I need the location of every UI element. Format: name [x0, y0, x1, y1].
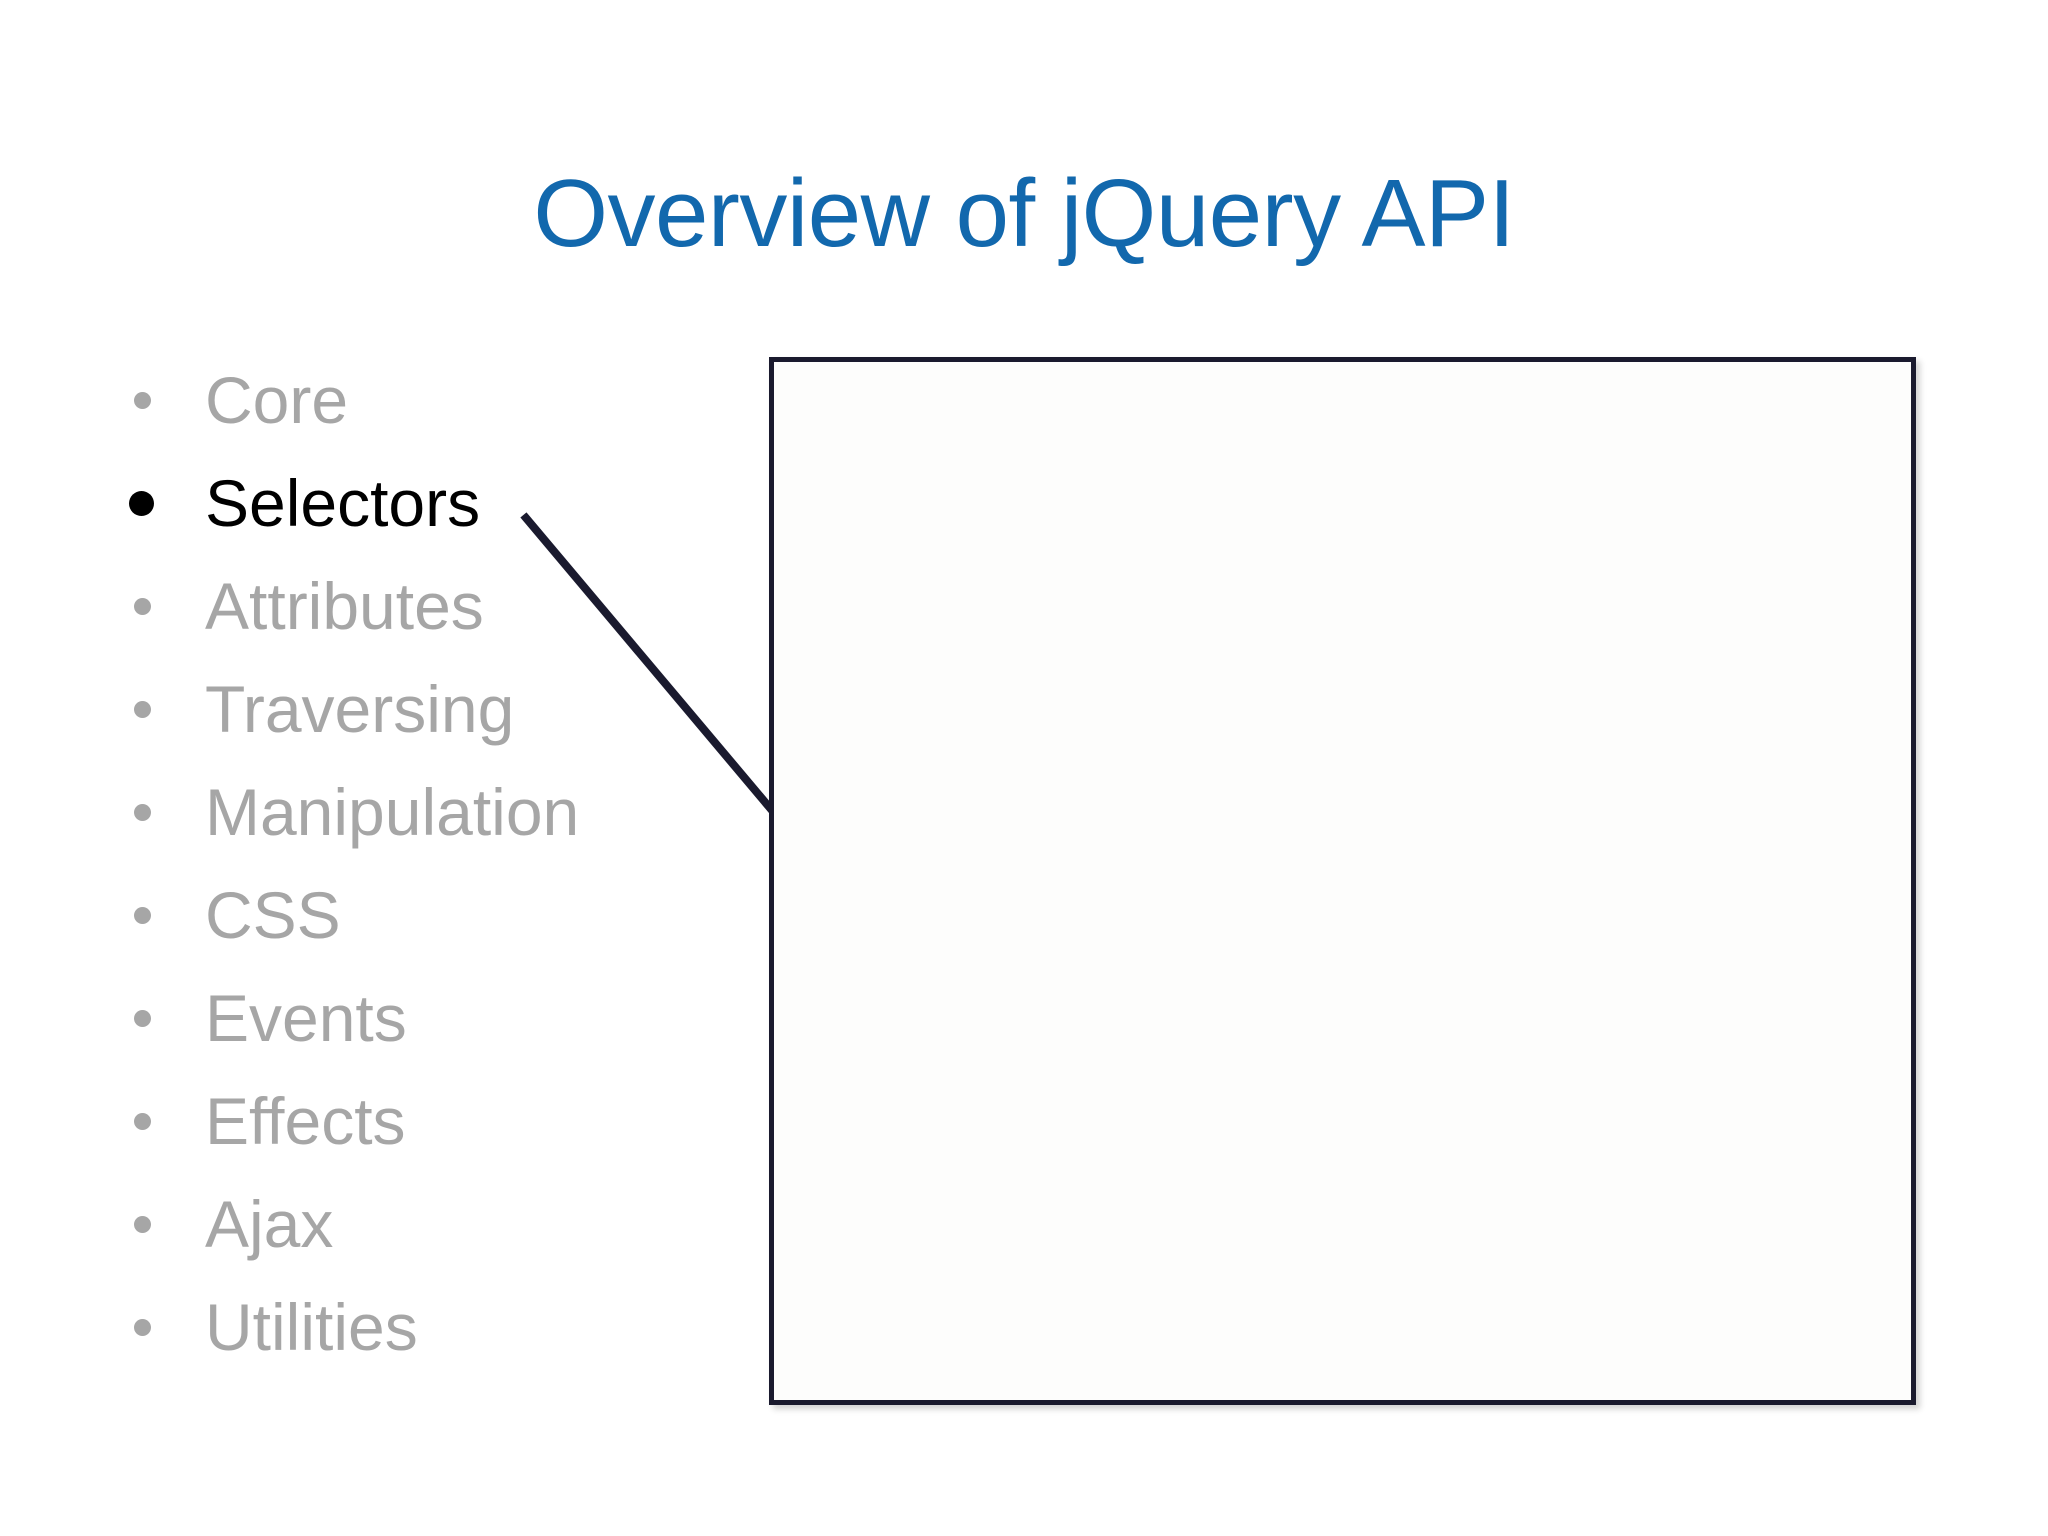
bullet-icon — [134, 1009, 151, 1027]
topic-item-ajax[interactable]: Ajax — [120, 1172, 740, 1275]
topic-item-events[interactable]: Events — [120, 966, 740, 1069]
bullet-icon — [129, 490, 154, 516]
topic-item-manipulation[interactable]: Manipulation — [120, 760, 740, 863]
bullet-icon — [134, 1215, 151, 1233]
topic-item-effects[interactable]: Effects — [120, 1069, 740, 1172]
page-title: Overview of jQuery API — [533, 160, 1515, 268]
topic-item-selectors[interactable]: Selectors — [120, 451, 740, 554]
topic-item-traversing[interactable]: Traversing — [120, 657, 740, 760]
bullet-icon — [134, 700, 151, 718]
bullet-icon — [134, 803, 151, 821]
topic-item-label: Utilities — [205, 1289, 418, 1364]
topic-item-label: Core — [205, 362, 349, 437]
topic-item-label: Traversing — [205, 671, 515, 746]
bullet-icon — [134, 597, 151, 615]
topic-item-css[interactable]: CSS — [120, 863, 740, 966]
topic-item-core[interactable]: Core — [120, 348, 740, 451]
topic-item-utilities[interactable]: Utilities — [120, 1275, 740, 1378]
topic-item-label: Selectors — [205, 465, 481, 540]
bullet-icon — [134, 1112, 151, 1130]
topic-item-label: Ajax — [205, 1186, 334, 1261]
topic-item-label: Manipulation — [205, 774, 580, 849]
topic-item-label: CSS — [205, 877, 341, 952]
topic-item-label: Attributes — [205, 568, 484, 643]
bullet-icon — [134, 906, 151, 924]
bullet-icon — [134, 1318, 151, 1336]
topic-item-label: Effects — [205, 1083, 406, 1158]
callout-content-box[interactable] — [769, 357, 1916, 1405]
topic-item-attributes[interactable]: Attributes — [120, 554, 740, 657]
bullet-icon — [134, 391, 151, 409]
topic-item-label: Events — [205, 980, 407, 1055]
